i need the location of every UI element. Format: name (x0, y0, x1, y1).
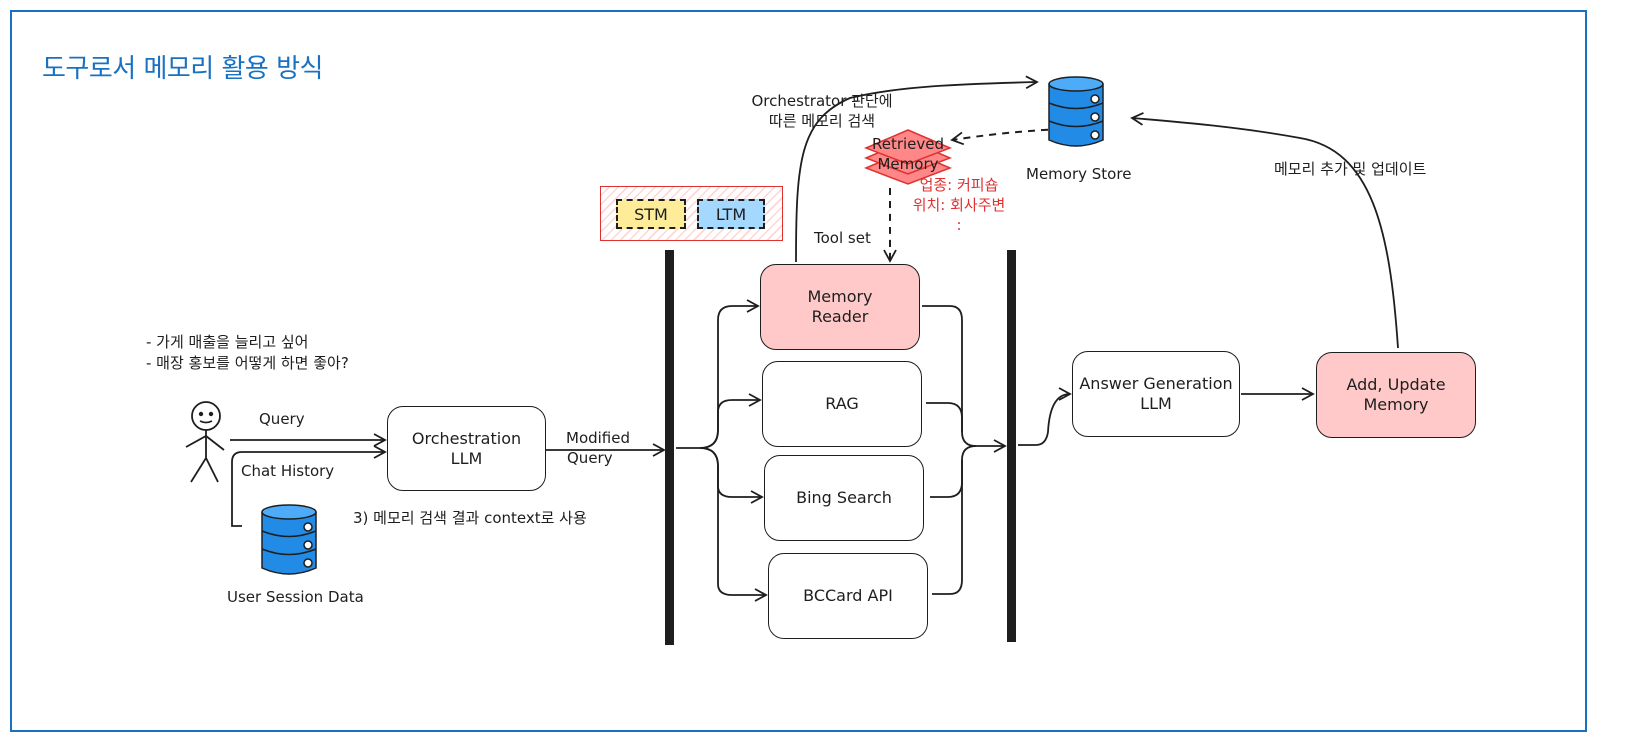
memory-update-label: 메모리 추가 및 업데이트 (1274, 160, 1427, 178)
bing-search-box: Bing Search (764, 455, 924, 541)
retrieved-memory-line-2: Memory (877, 155, 939, 173)
rag-box: RAG (762, 361, 922, 447)
update-line-1: Add, Update (1346, 375, 1446, 394)
retrieved-memory-line-1: Retrieved (871, 135, 945, 153)
modified-query-line-1: Modified (566, 429, 631, 447)
ltm-tag: LTM (697, 199, 765, 229)
memory-type-legend: STM LTM (600, 186, 783, 241)
user-query-line-2: - 매장 홍보를 어떻게 하면 좋아? (146, 354, 349, 372)
tool-0-line-2: Reader (811, 307, 869, 326)
database-icon (1048, 76, 1104, 147)
retrieved-detail-1: 업종: 커피숍 (919, 176, 999, 194)
toolset-label: Tool set (814, 229, 871, 247)
database-icon (261, 504, 317, 575)
tool-3-label: BCCard API (803, 586, 893, 605)
person-icon (185, 401, 225, 483)
bccard-api-box: BCCard API (768, 553, 928, 639)
user-session-data-label: User Session Data (227, 588, 364, 606)
retrieved-detail-2: 위치: 회사주변 (912, 196, 1006, 214)
tool-0-line-1: Memory (807, 287, 873, 306)
tool-1-label: RAG (825, 394, 859, 413)
update-line-2: Memory (1363, 395, 1429, 414)
stm-tag: STM (616, 199, 686, 229)
diagram-frame (10, 10, 1587, 732)
memory-store-label: Memory Store (1026, 165, 1132, 183)
retrieved-detail-3: : (956, 216, 962, 234)
chat-history-label: Chat History (241, 462, 335, 480)
memory-search-line-2: 따른 메모리 검색 (768, 112, 876, 130)
memory-search-line-1: Orchestrator 판단에 (751, 92, 893, 110)
query-label: Query (259, 410, 305, 428)
modified-query-line-2: Query (567, 449, 613, 467)
context-note: 3) 메모리 검색 결과 context로 사용 (353, 509, 587, 527)
user-query-line-1: - 가게 매출을 늘리고 싶어 (146, 333, 309, 351)
orchestration-line-2: LLM (450, 448, 483, 468)
orchestration-line-1: Orchestration (411, 428, 522, 448)
tool-2-label: Bing Search (796, 488, 892, 507)
stacked-layers-icon (864, 129, 952, 185)
answer-line-2: LLM (1140, 394, 1172, 413)
diagram-title: 도구로서 메모리 활용 방식 (42, 54, 323, 84)
answer-line-1: Answer Generation (1079, 374, 1233, 393)
